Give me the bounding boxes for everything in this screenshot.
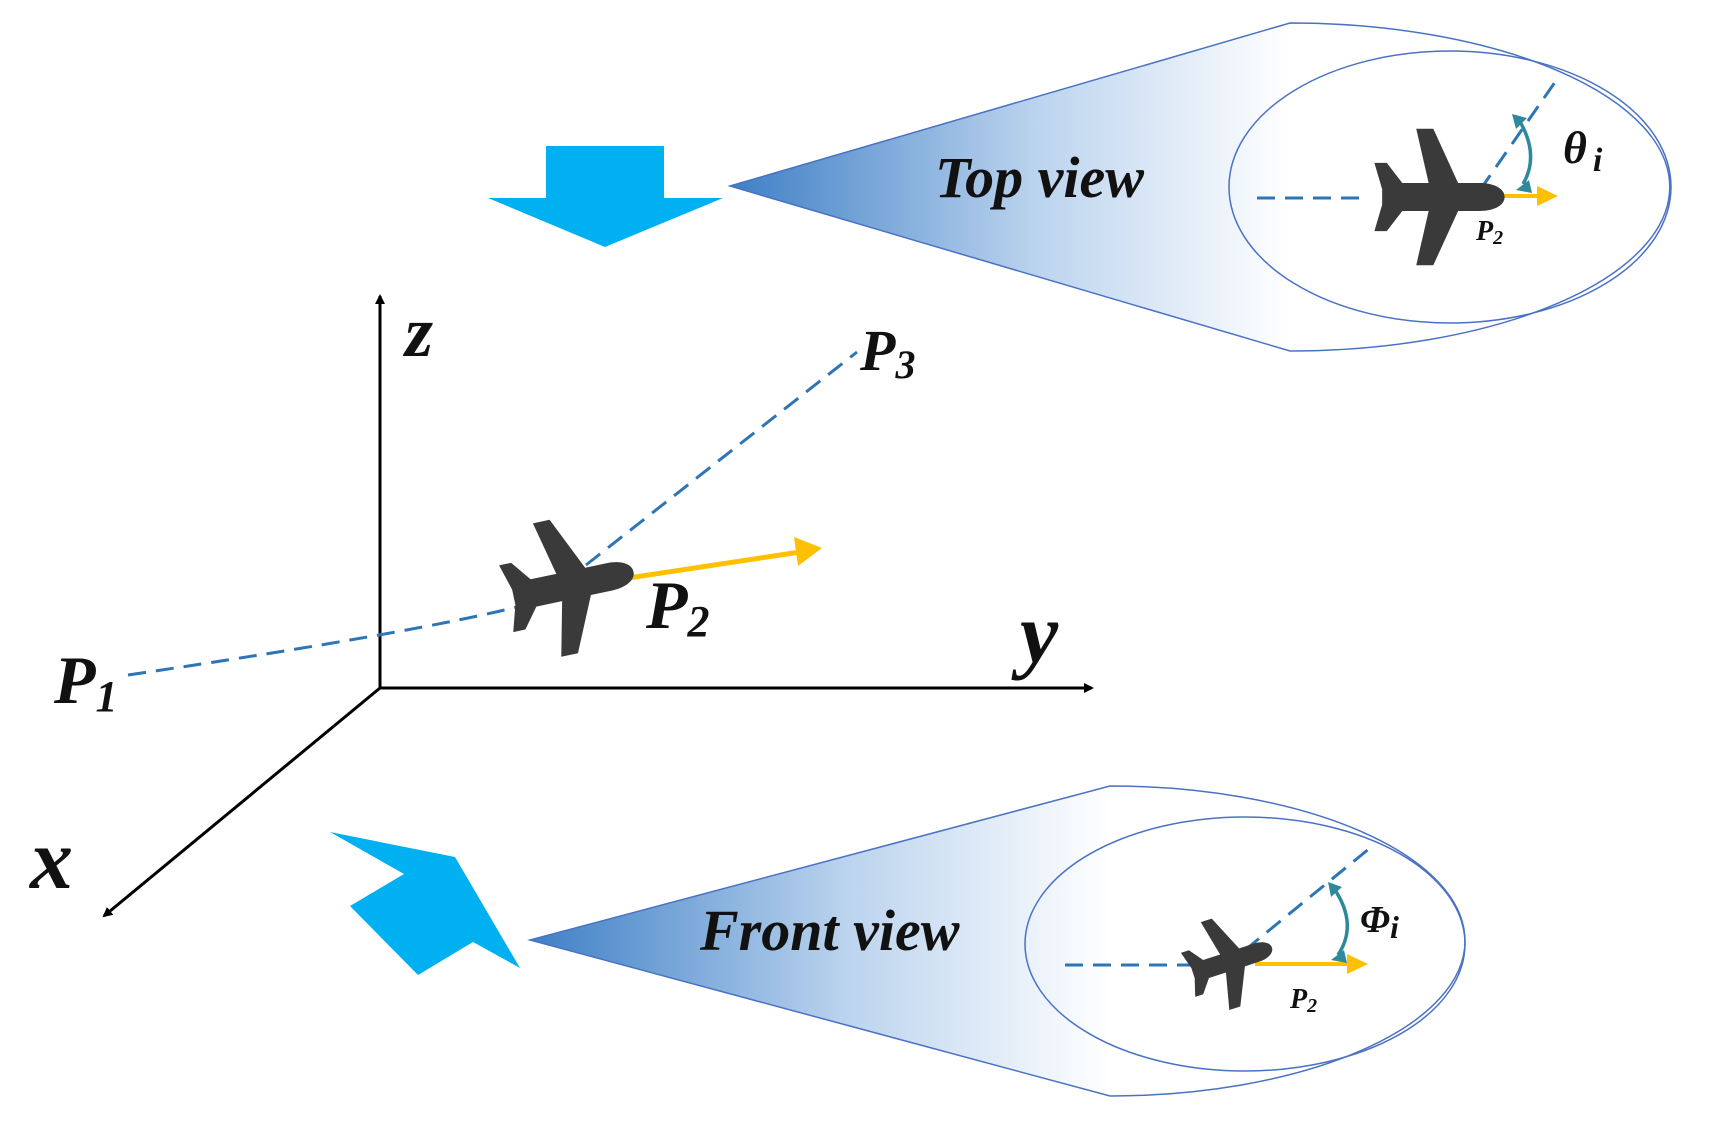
top-view-angle-arrowhead-bottom [1516, 180, 1532, 193]
top-view-angle-arrowhead-top [1512, 114, 1527, 129]
top-view-title: Top view [935, 145, 1144, 210]
x-axis [102, 686, 381, 918]
trajectory-p1-p2 [127, 603, 526, 677]
top-view-point-label: P2 [1475, 216, 1503, 249]
top-view-bubble [727, 22, 1671, 352]
trajectory-p2-p3 [585, 350, 858, 567]
front-view-bubble [527, 785, 1466, 1097]
heading-arrow [614, 549, 801, 583]
main-aircraft [491, 504, 648, 666]
front-view-point-label: P2 [1289, 984, 1317, 1017]
heading-arrowhead [794, 537, 822, 566]
airplane-icon [491, 504, 648, 666]
trajectory: P1 P2 P3 [53, 318, 915, 721]
z-axis-label: z [402, 292, 433, 372]
top-view-inner-ellipse [1228, 50, 1672, 324]
front-view-inner-ellipse [1024, 816, 1466, 1072]
diagonal-arrow-icon [330, 832, 520, 975]
top-view-angle-arc [1517, 119, 1533, 185]
front-view-title: Front view [699, 898, 960, 963]
top-view-path-out [1478, 74, 1562, 191]
coordinate-axes: z y x [28, 292, 1094, 918]
p3-label: P3 [859, 318, 915, 387]
front-view-angle-label: Φi [1360, 899, 1399, 945]
front-view-heading-arrowhead [1347, 954, 1368, 974]
front-view-angle-arc [1333, 889, 1350, 956]
top-view-heading-arrowhead [1537, 186, 1558, 206]
front-view-angle-arrowhead-bottom [1331, 950, 1347, 963]
front-view-callout: Front view Φi P2 [527, 785, 1466, 1097]
p1-label: P1 [53, 642, 118, 721]
p2-label: P2 [645, 567, 710, 646]
x-axis-label: x [28, 811, 73, 907]
front-view-angle-arrowhead-top [1328, 882, 1342, 897]
y-axis-label: y [1011, 585, 1059, 681]
down-arrow-icon [488, 146, 723, 247]
